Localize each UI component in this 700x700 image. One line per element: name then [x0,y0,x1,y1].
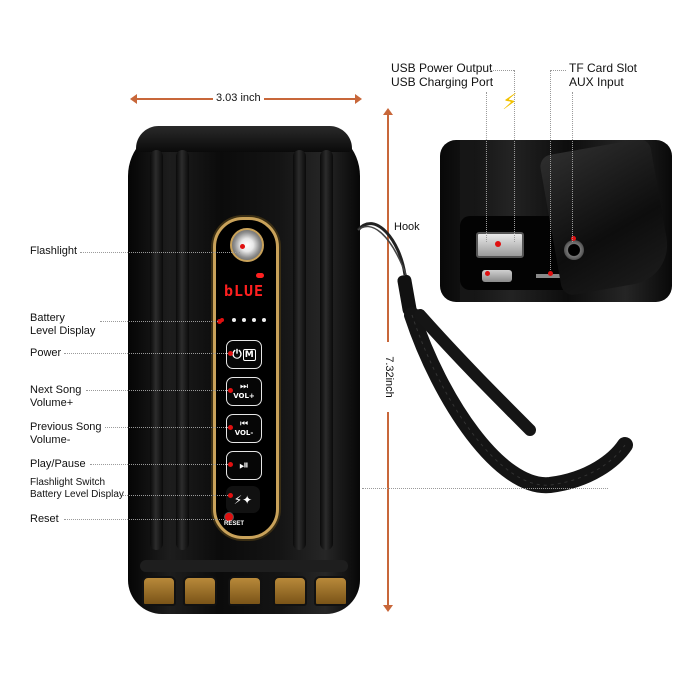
speaker-vent [273,576,307,606]
battery-label-line1: Battery [30,312,65,324]
hook-leader [362,488,608,489]
battery-led [220,318,224,322]
previous-song-label-line2: Volume- [30,434,71,446]
speaker-rib [150,150,163,550]
battery-led [252,318,256,322]
lightning-bolt-icon: ⚡ [502,90,518,115]
usb-leader-right [514,70,515,242]
previous-song-label-line1: Previous Song [30,421,102,433]
hook-strap [356,222,633,494]
aux-marker [571,236,576,241]
flashlight-leader [80,252,240,253]
reset-button[interactable] [224,512,234,522]
rubber-flap[interactable] [538,140,672,297]
speaker-rib [293,150,306,550]
battery-label-line2: Level Display [30,325,96,337]
mode-label: M [242,348,256,361]
vol-plus-label: VOL+ [233,391,255,400]
next-song-label-line1: Next Song [30,384,82,396]
tf-leader-top [550,70,566,71]
hook-label: Hook [394,221,420,233]
battery-level-indicator [220,318,266,323]
flashlight-switch-label-line1: Flashlight Switch [30,477,106,488]
previous-track-icon: ⏮ [239,418,249,429]
micro-usb-marker [485,271,490,276]
flash-switch-marker [228,493,233,498]
speaker-vent [142,576,176,606]
play-pause-label: Play/Pause [30,458,86,470]
next-song-label-line2: Volume+ [30,397,74,409]
height-arrow-bottom [383,605,393,612]
display-bluetooth-icon [256,273,264,278]
speaker-bottom-ring [140,560,348,572]
prev-marker [228,425,233,430]
width-arrow-left [130,94,137,104]
flashlight-switch-icon: ⚡✦ [233,492,253,507]
speaker-rib [320,150,333,550]
next-marker [228,388,233,393]
vol-minus-label: VOL- [234,428,254,437]
next-track-icon: ⏭ [239,381,249,392]
power-icon: ⏻ [232,347,242,361]
flashlight-lens-icon [230,228,264,262]
battery-led [242,318,246,322]
port-detail-inset [440,140,672,302]
flashlight-label: Flashlight [30,245,78,257]
flashlight-switch-leader [122,495,228,496]
usb-leader-top [490,70,514,71]
previous-song-leader [105,427,228,428]
power-label: Power [30,347,62,359]
flashlight-switch-label-line2: Battery Level Display [30,489,124,500]
tf-leader [550,70,551,270]
reset-leader [64,519,224,520]
usb-label-line2: USB Charging Port [391,75,494,89]
usb-label-line1: USB Power Output [391,61,493,75]
height-arrow-top [383,108,393,115]
reset-label: RESET [224,521,245,527]
width-arrow-right [355,94,362,104]
next-song-volume-up-button[interactable]: ⏭ VOL+ [226,377,262,406]
play-pause-icon: ⏯ [239,458,249,472]
tf-card-marker [548,271,553,276]
flashlight-switch-button[interactable]: ⚡✦ [226,486,260,513]
usb-a-marker [495,241,501,247]
speaker-top-cap [136,126,352,152]
next-song-leader [86,390,228,391]
power-marker [228,351,233,356]
usb-leader-left [486,92,487,242]
aux-jack[interactable] [564,240,584,260]
tf-label-line1: TF Card Slot [569,61,638,75]
power-leader [64,353,228,354]
flashlight-marker [240,244,245,249]
speaker-vent [228,576,262,606]
play-pause-leader [90,464,228,465]
speaker-rib [176,150,189,550]
battery-marker [217,319,222,324]
aux-leader [572,92,573,242]
battery-led [262,318,266,322]
play-marker [228,462,233,467]
led-display: bLUE [223,282,265,300]
battery-led [232,318,236,322]
tf-card-slot[interactable] [536,274,560,278]
battery-leader [100,321,218,322]
speaker-vent [183,576,217,606]
speaker-vent [314,576,348,606]
reset-callout-label: Reset [30,513,59,525]
width-label: 3.03 inch [213,91,264,105]
tf-label-line2: AUX Input [569,75,624,89]
